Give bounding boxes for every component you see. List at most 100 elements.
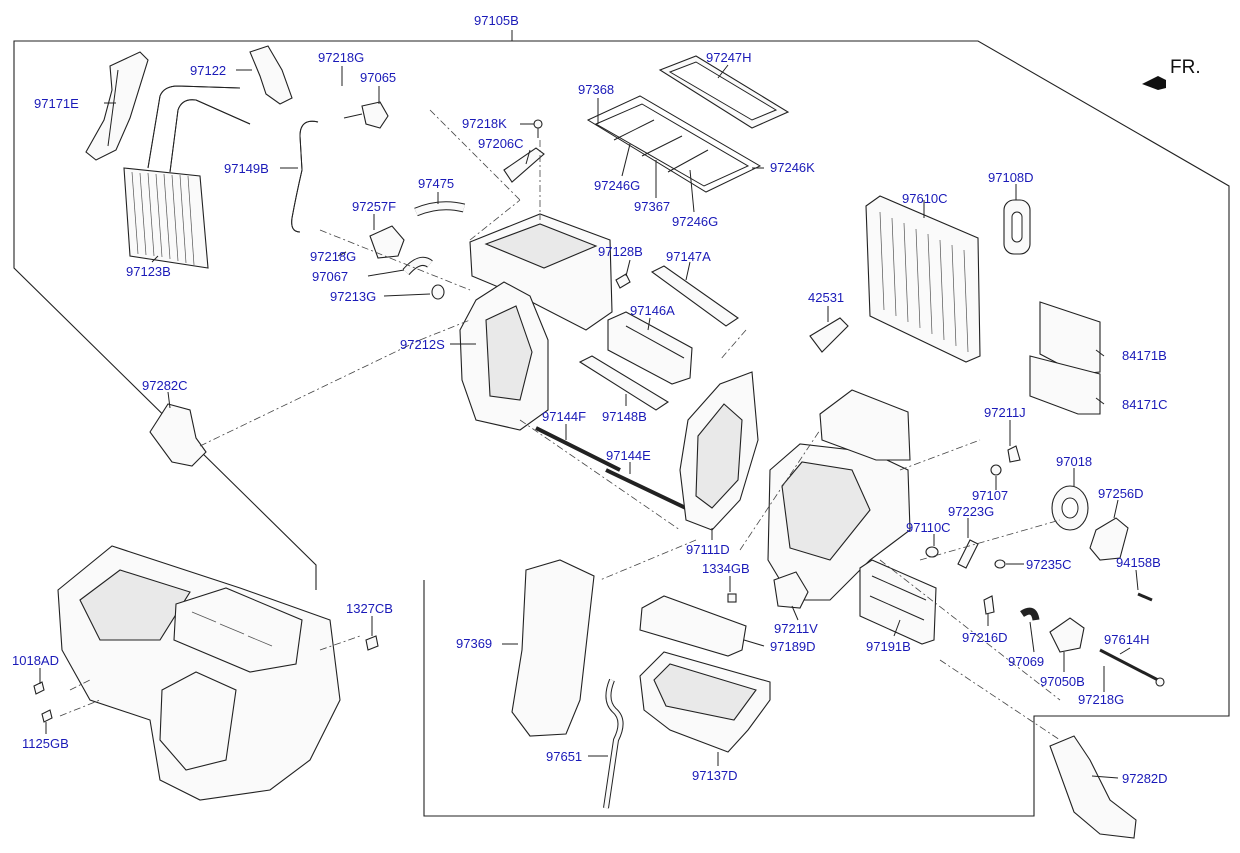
- label-1018AD[interactable]: 1018AD: [12, 653, 59, 668]
- label-97212S[interactable]: 97212S: [400, 337, 445, 352]
- label-97218G-mid[interactable]: 97218G: [310, 249, 356, 264]
- bushing-97110C: [925, 546, 939, 558]
- label-97610C[interactable]: 97610C: [902, 191, 948, 206]
- main-housing: [767, 389, 911, 601]
- label-front-direction: FR.: [1170, 57, 1201, 78]
- seal-pad-97122: [249, 45, 293, 105]
- label-assembly-97105B[interactable]: 97105B: [474, 13, 519, 28]
- label-97211J[interactable]: 97211J: [984, 405, 1026, 420]
- drain-pan-97137D: [639, 651, 771, 753]
- label-97018[interactable]: 97018: [1056, 454, 1092, 469]
- label-97067[interactable]: 97067: [312, 269, 348, 284]
- duct-97282D: [1049, 735, 1137, 839]
- label-97218K[interactable]: 97218K: [462, 116, 507, 131]
- link-97148B: [578, 355, 670, 411]
- label-97246G-b[interactable]: 97246G: [672, 214, 718, 229]
- label-97144F[interactable]: 97144F: [542, 409, 586, 424]
- label-97128B[interactable]: 97128B: [598, 244, 643, 259]
- screw-94158B: [1137, 592, 1153, 602]
- label-84171C[interactable]: 84171C: [1122, 397, 1168, 412]
- label-97191B[interactable]: 97191B: [866, 639, 911, 654]
- actuator-97256D: [1089, 517, 1129, 561]
- label-97223G[interactable]: 97223G: [948, 504, 994, 519]
- label-97235C[interactable]: 97235C: [1026, 557, 1072, 572]
- label-97171E[interactable]: 97171E: [34, 96, 79, 111]
- label-97107[interactable]: 97107: [972, 488, 1008, 503]
- label-97146A[interactable]: 97146A: [630, 303, 675, 318]
- bracket-42531: [809, 317, 849, 353]
- label-97065[interactable]: 97065: [360, 70, 396, 85]
- label-97122[interactable]: 97122: [190, 63, 226, 78]
- label-97137D[interactable]: 97137D: [692, 768, 738, 783]
- label-97218G-low[interactable]: 97218G: [1078, 692, 1124, 707]
- clip-1334GB: [727, 593, 737, 603]
- label-97148B[interactable]: 97148B: [602, 409, 647, 424]
- bolt-1018AD: [33, 681, 45, 695]
- assembled-hvac-unit: [57, 545, 341, 801]
- label-97369[interactable]: 97369: [456, 636, 492, 651]
- label-97282C[interactable]: 97282C: [142, 378, 188, 393]
- tray-97189D: [639, 595, 747, 657]
- label-97147A[interactable]: 97147A: [666, 249, 711, 264]
- actuator-97050B: [1049, 617, 1085, 653]
- valve-97065: [343, 101, 389, 129]
- label-97256D[interactable]: 97256D: [1098, 486, 1144, 501]
- evaporator-97610C: [865, 195, 981, 363]
- mount-97211V: [773, 571, 809, 609]
- label-97367[interactable]: 97367: [634, 199, 670, 214]
- upper-case: [469, 213, 613, 331]
- seal-strips: [586, 95, 762, 193]
- label-94158B[interactable]: 94158B: [1116, 555, 1161, 570]
- label-97368[interactable]: 97368: [578, 82, 614, 97]
- assembly-boundary: [13, 40, 1230, 817]
- label-97216D[interactable]: 97216D: [962, 630, 1008, 645]
- label-97108D[interactable]: 97108D: [988, 170, 1034, 185]
- ptc-heater-97191B: [859, 559, 937, 645]
- label-97050B[interactable]: 97050B: [1040, 674, 1085, 689]
- label-97651[interactable]: 97651: [546, 749, 582, 764]
- filter-frame-97247H: [658, 55, 790, 129]
- label-97218G-top[interactable]: 97218G: [318, 50, 364, 65]
- clip-97128B: [615, 273, 631, 289]
- bolt-1327CB: [365, 635, 379, 651]
- actuator-97257F: [369, 225, 405, 259]
- screw-97218K: [533, 119, 543, 138]
- label-1125GB[interactable]: 1125GB: [22, 736, 69, 751]
- label-97246G-a[interactable]: 97246G: [594, 178, 640, 193]
- heater-core-97123B: [123, 167, 209, 269]
- label-97149B[interactable]: 97149B: [224, 161, 269, 176]
- pad-84171C: [1029, 355, 1101, 415]
- hose-97149B: [291, 120, 319, 233]
- label-97475[interactable]: 97475: [418, 176, 454, 191]
- duct-97282C: [149, 403, 207, 467]
- label-97247H[interactable]: 97247H: [706, 50, 752, 65]
- label-1327CB[interactable]: 1327CB: [346, 601, 393, 616]
- bracket-97206C: [503, 147, 545, 183]
- bushing-97107: [990, 464, 1002, 476]
- label-1334GB[interactable]: 1334GB: [702, 561, 750, 576]
- clip-97211J: [1007, 445, 1021, 463]
- label-97206C[interactable]: 97206C: [478, 136, 524, 151]
- gear-97018: [1051, 485, 1089, 531]
- label-97213G[interactable]: 97213G: [330, 289, 376, 304]
- label-97144E[interactable]: 97144E: [606, 448, 651, 463]
- label-97123B[interactable]: 97123B: [126, 264, 171, 279]
- label-42531[interactable]: 42531: [808, 290, 844, 305]
- rod-97144E: [605, 468, 691, 512]
- damper-97146A: [607, 311, 693, 385]
- label-97111D[interactable]: 97111D: [686, 542, 730, 557]
- label-97257F[interactable]: 97257F: [352, 199, 396, 214]
- label-97189D[interactable]: 97189D: [770, 639, 816, 654]
- label-84171B[interactable]: 84171B: [1122, 348, 1167, 363]
- clip-97235C: [994, 559, 1006, 569]
- label-97614H[interactable]: 97614H: [1104, 632, 1150, 647]
- label-97069[interactable]: 97069: [1008, 654, 1044, 669]
- label-97246K[interactable]: 97246K: [770, 160, 815, 175]
- bracket-97171E: [85, 51, 149, 161]
- label-97110C[interactable]: 97110C: [906, 520, 951, 535]
- label-97211V[interactable]: 97211V: [774, 621, 818, 636]
- guide-lines: [59, 109, 1061, 741]
- label-97282D[interactable]: 97282D: [1122, 771, 1168, 786]
